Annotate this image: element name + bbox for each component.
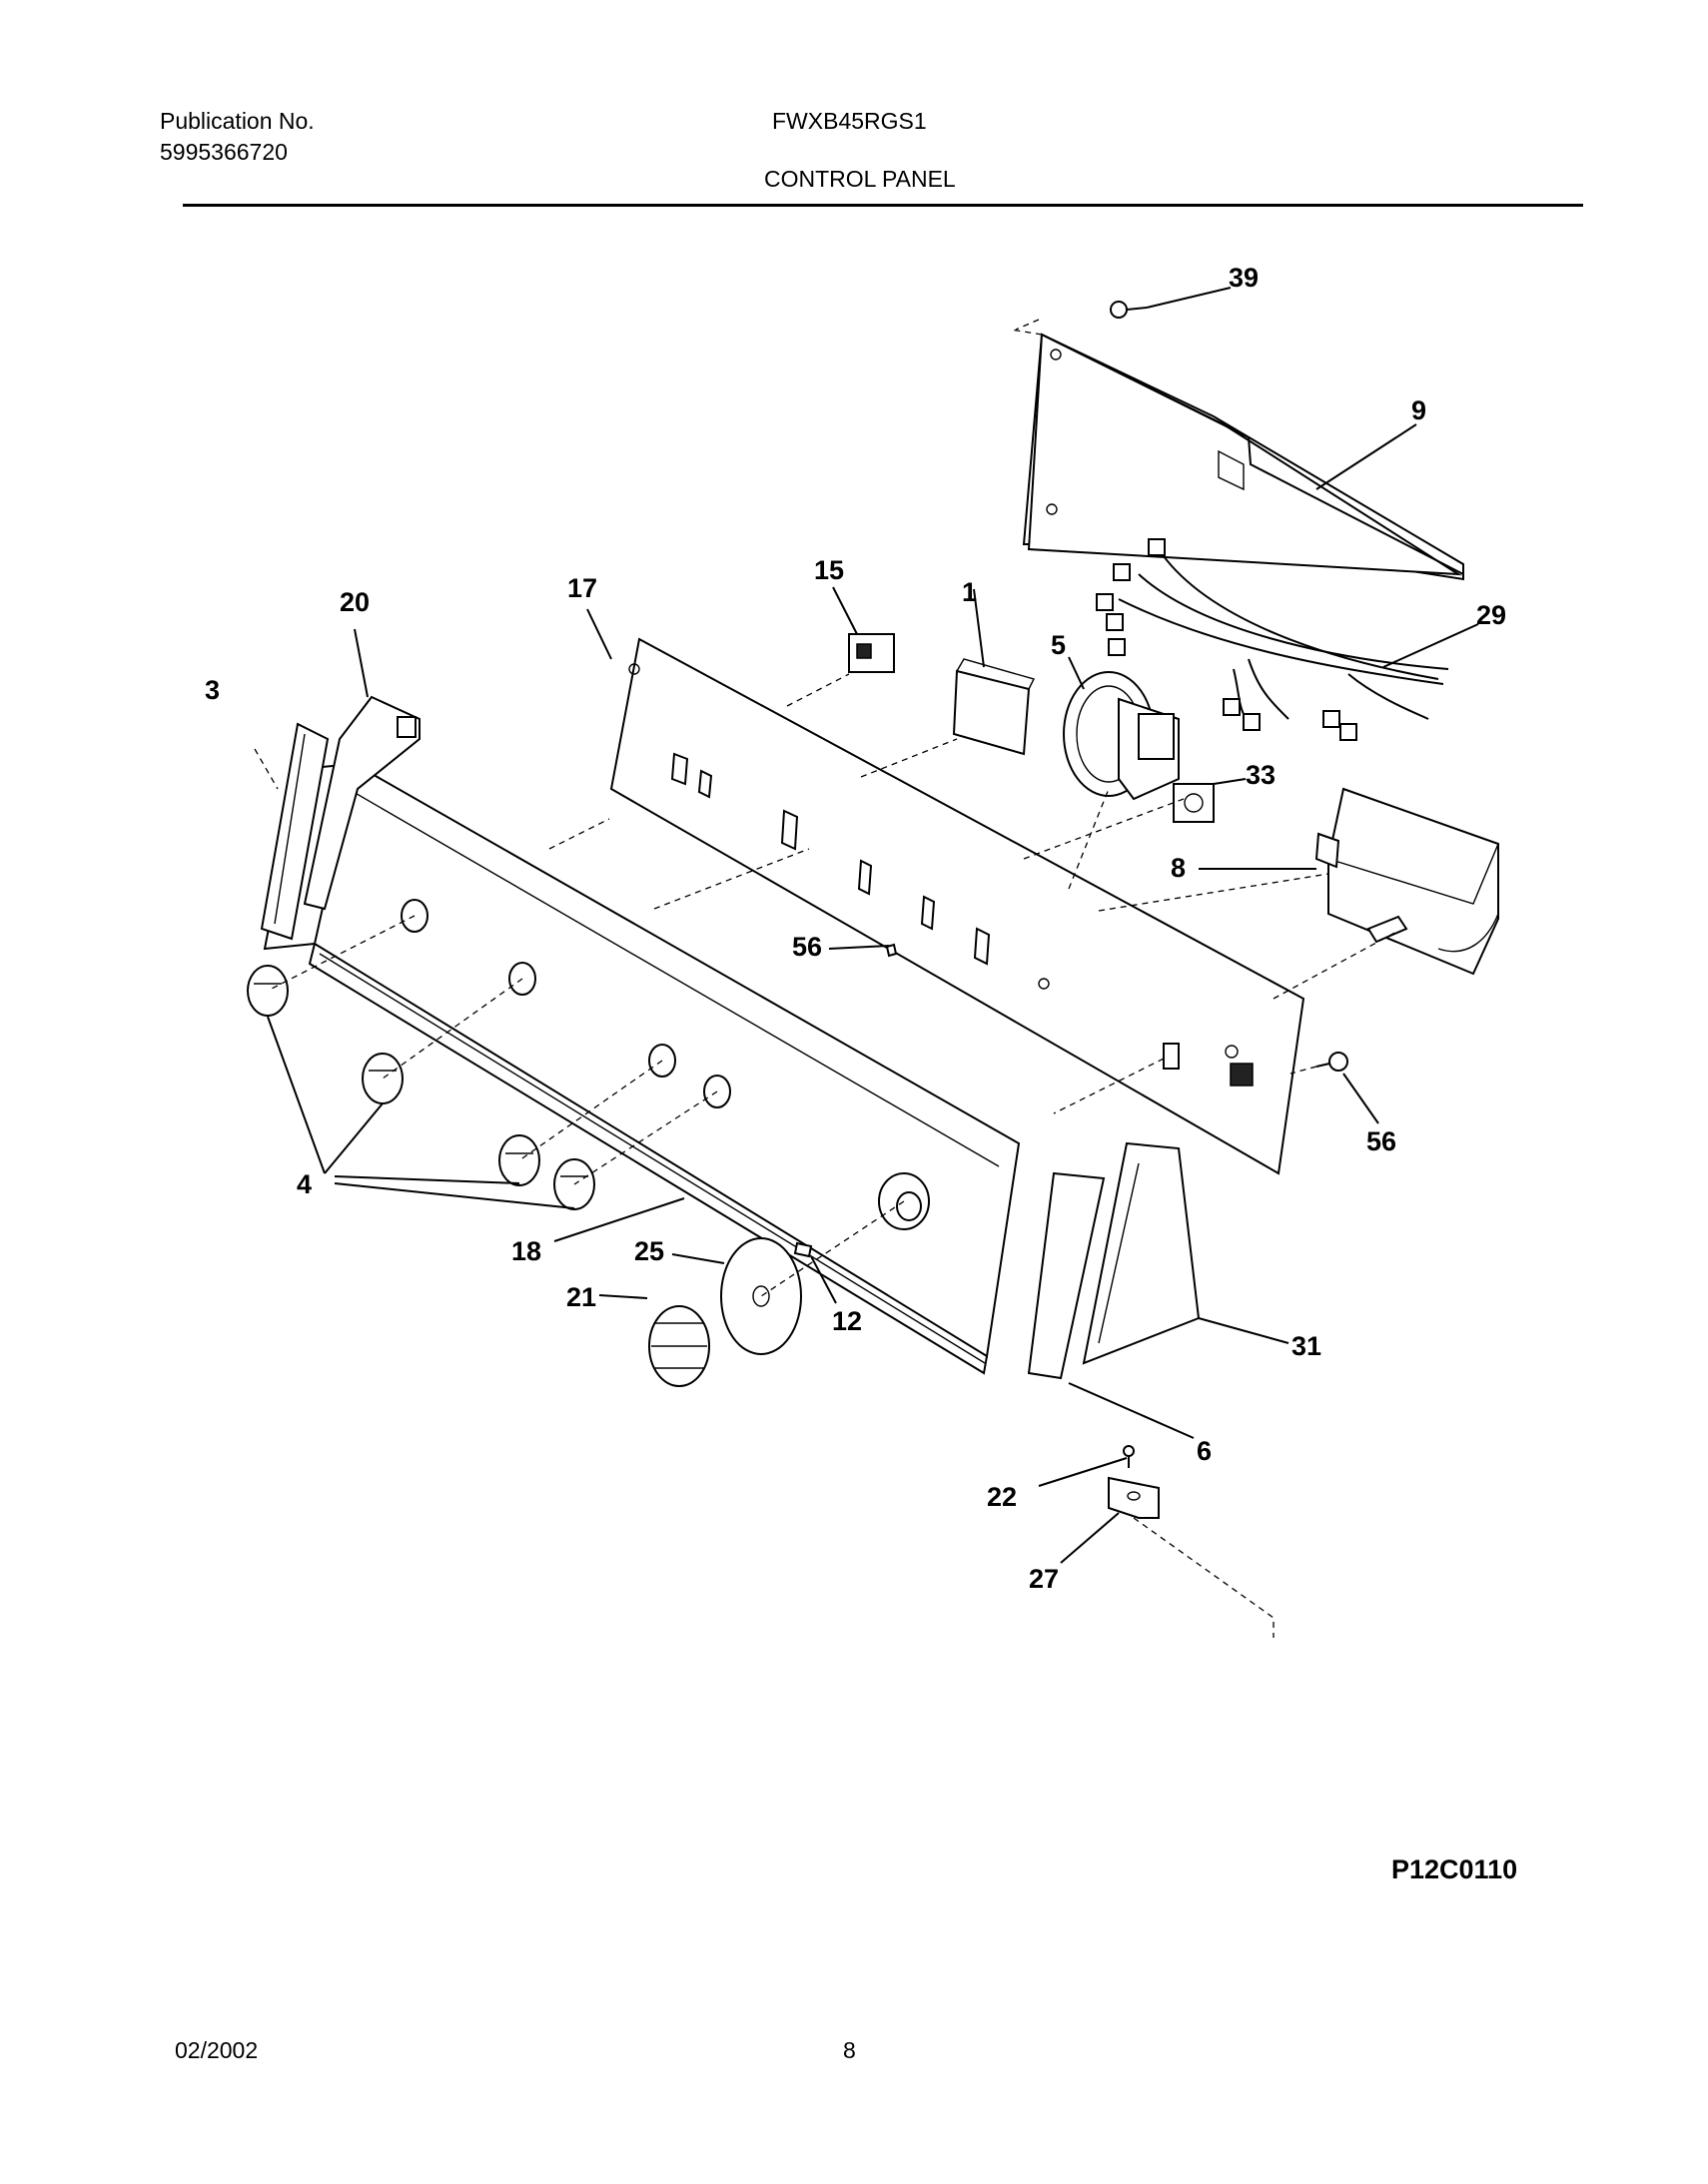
callout-31: 31: [1291, 1331, 1321, 1361]
callout-25: 25: [634, 1236, 664, 1266]
callout-15: 15: [814, 555, 844, 585]
switch-part-1: [952, 658, 1036, 756]
callout-5: 5: [1051, 630, 1066, 660]
callout-21: 21: [566, 1282, 596, 1312]
switch-part-15: [848, 633, 895, 673]
page-number: 8: [843, 2037, 856, 2063]
footer-date: 02/2002: [175, 2037, 259, 2063]
callout-6: 6: [1197, 1436, 1212, 1466]
callout-56-a: 56: [792, 932, 822, 962]
screw-part-39: [1110, 301, 1148, 319]
switch-contacts: [670, 752, 991, 966]
callout-8: 8: [1171, 853, 1186, 883]
callout-20: 20: [340, 587, 370, 617]
control-panel-part-18: [263, 762, 1021, 1375]
end-trim-part-6: [1027, 1171, 1106, 1380]
callout-9: 9: [1411, 395, 1426, 425]
clip-part-12: [793, 1241, 813, 1258]
callout-27: 27: [1029, 1564, 1059, 1594]
wire-harness-part-29: [1096, 538, 1449, 741]
callout-labels: 39 9 29 15 17 20 1 5 3 33 8 56 56 4 18 2…: [205, 263, 1506, 1594]
bracket-part-27: [1108, 1476, 1160, 1519]
callout-29: 29: [1476, 600, 1506, 630]
end-cap-part-31: [1082, 1141, 1201, 1365]
callout-56-b: 56: [1366, 1126, 1396, 1156]
callout-33: 33: [1246, 760, 1276, 790]
section-title: CONTROL PANEL: [764, 166, 956, 192]
callout-1: 1: [962, 577, 977, 607]
leader-lines: [267, 287, 1479, 1564]
timer-knob-part-21: [648, 1305, 710, 1387]
callout-3: 3: [205, 675, 220, 705]
model-number: FWXB45RGS1: [772, 108, 927, 134]
mounting-plate-part-17: [609, 637, 1305, 1175]
switch-part-33: [1173, 783, 1215, 823]
screw-part-22: [1123, 1445, 1135, 1468]
knob-part-4: [247, 965, 595, 1210]
pressure-switch-part-5: [1063, 671, 1180, 801]
end-cap-part-3: [260, 722, 330, 941]
rear-panel-part-9: [1010, 329, 1464, 581]
publication-label: Publication No.: [160, 108, 315, 134]
assembly-lines: [254, 319, 1399, 1638]
drawing-code: P12C0110: [1391, 1854, 1518, 1884]
header-rule: [183, 204, 1583, 207]
end-bracket-part-20: [303, 695, 421, 911]
callout-18: 18: [511, 1236, 541, 1266]
screw-part-56: [885, 943, 1348, 1072]
callout-17: 17: [567, 573, 597, 603]
callout-4: 4: [297, 1169, 312, 1199]
callout-22: 22: [987, 1482, 1017, 1512]
callout-39: 39: [1229, 263, 1259, 293]
publication-number: 5995366720: [160, 139, 288, 165]
callout-12: 12: [832, 1306, 862, 1336]
timer-part-8: [1314, 787, 1499, 976]
dial-part-25: [720, 1237, 802, 1355]
